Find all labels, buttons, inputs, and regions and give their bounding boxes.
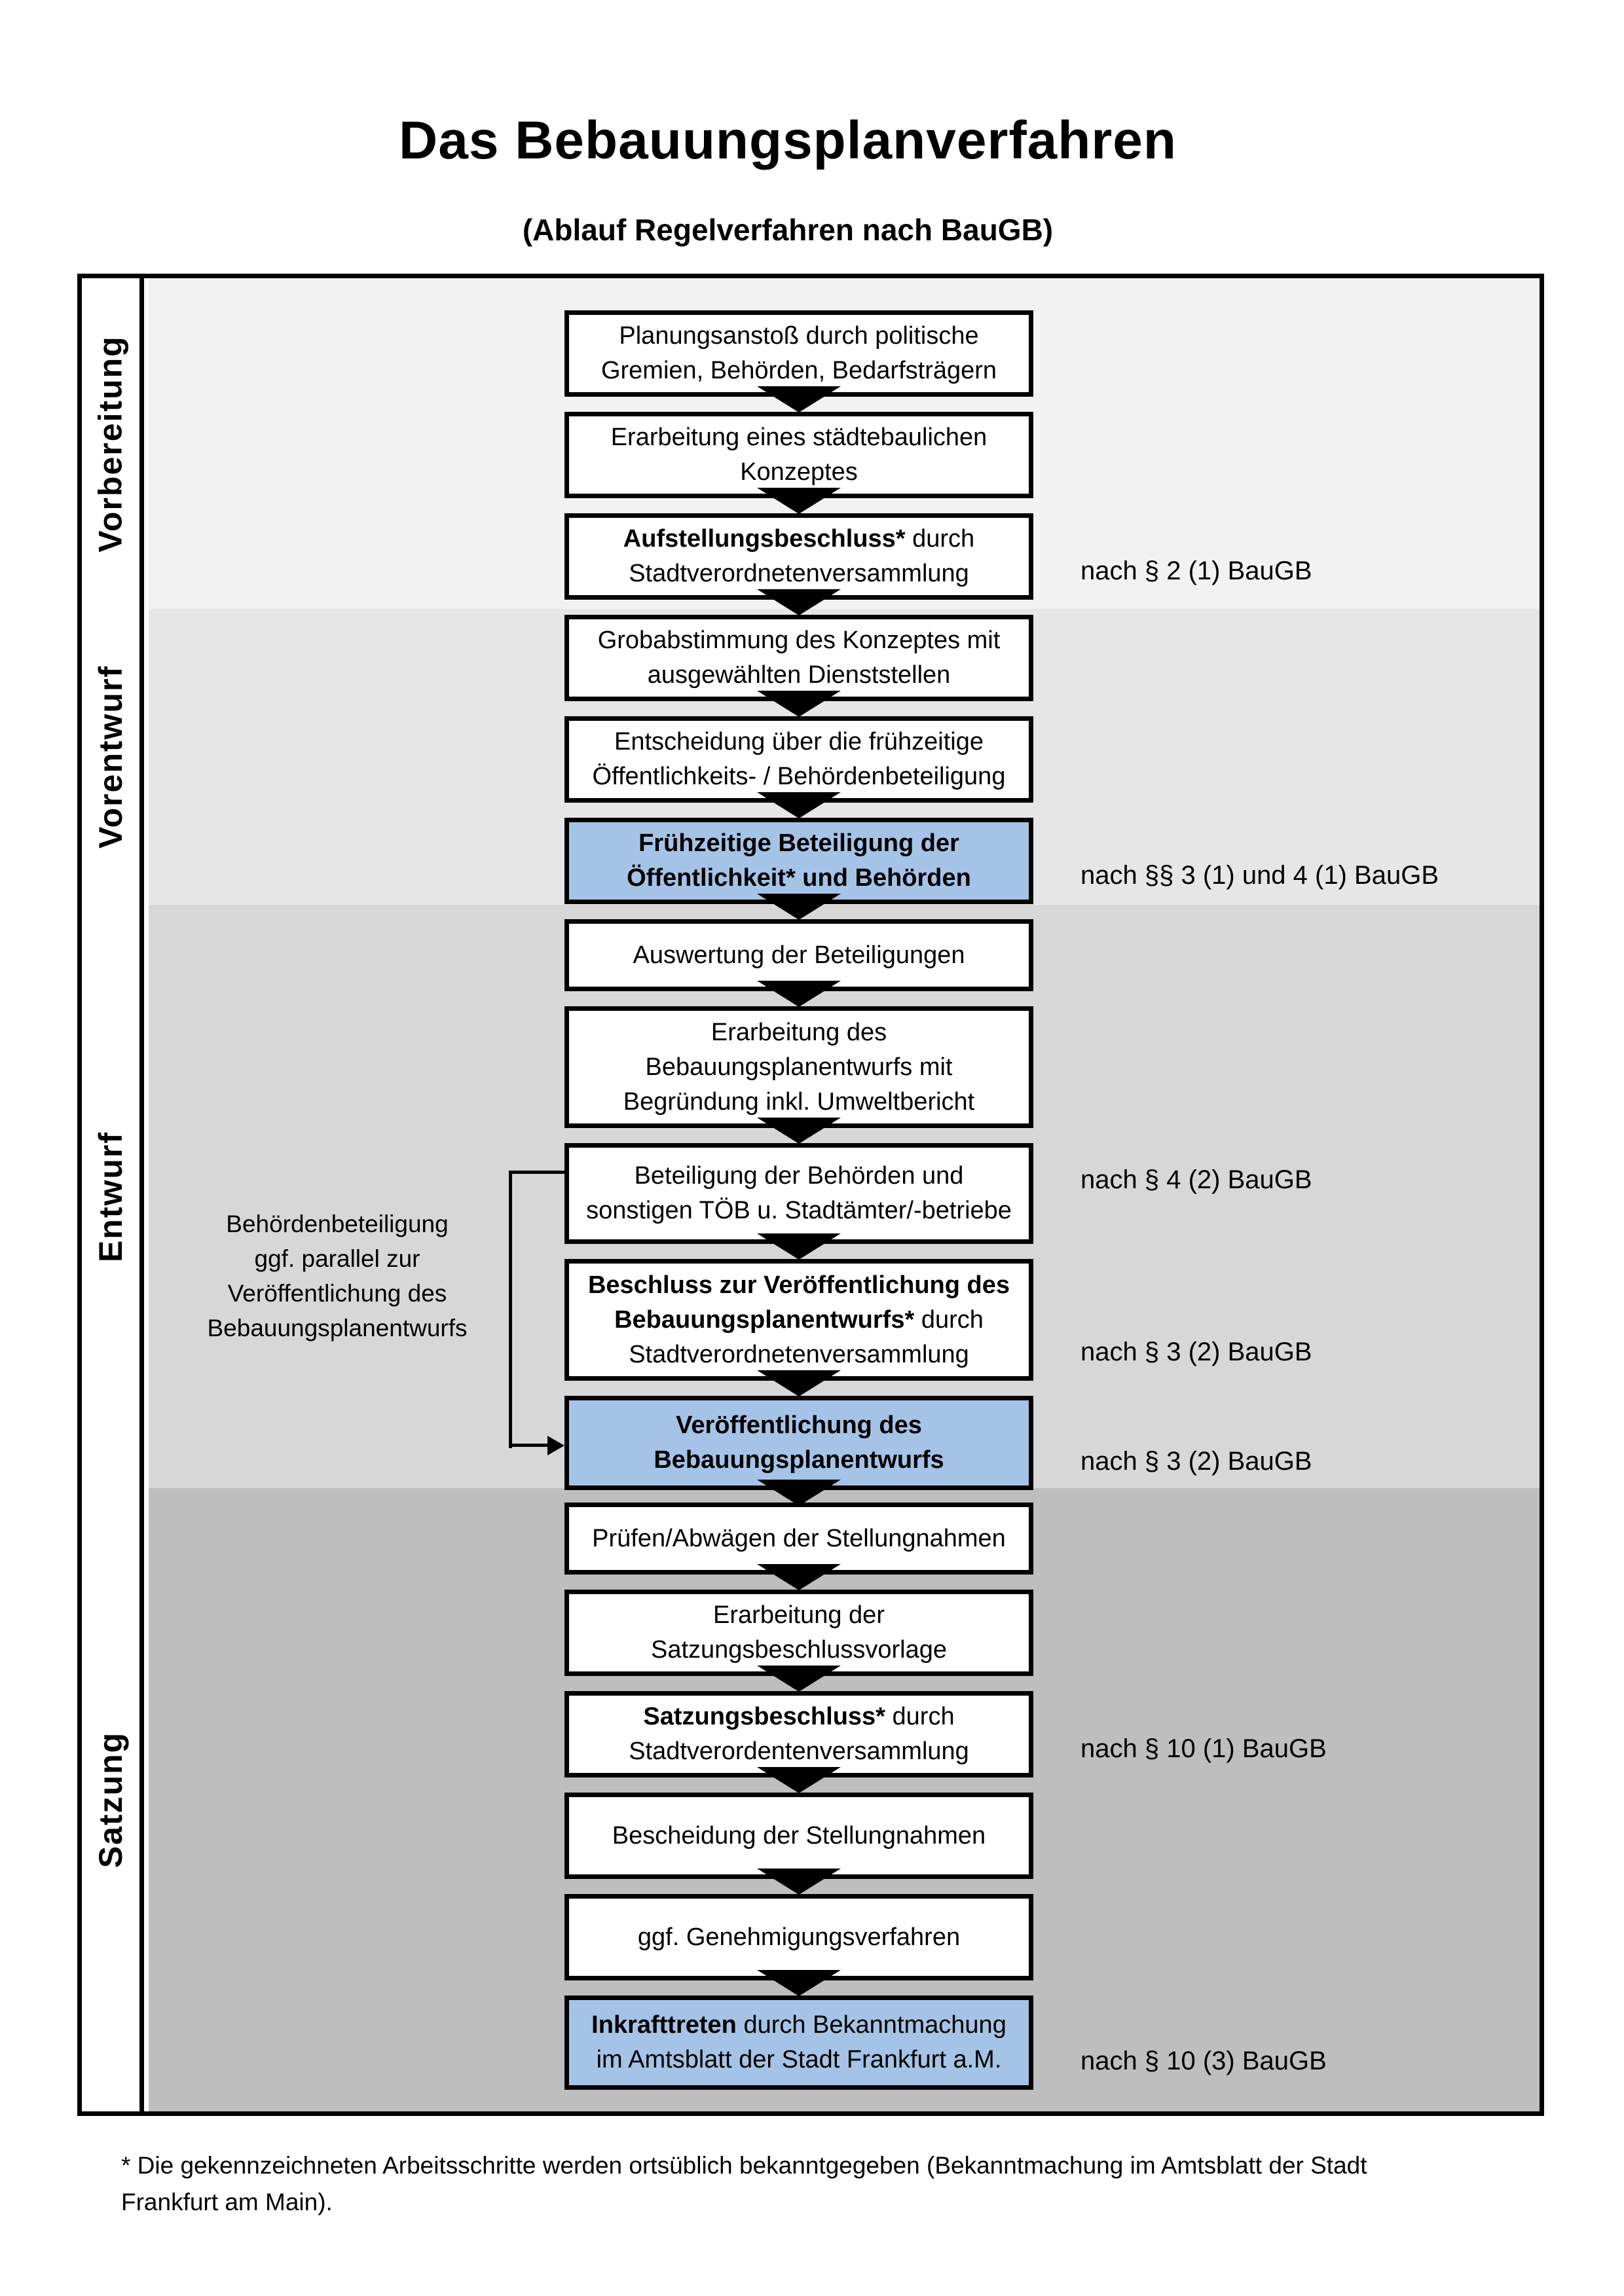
- parallel-procedure-note-line: ggf. parallel zur: [254, 1245, 420, 1272]
- process-box-text: durch Bekanntmachung: [736, 2011, 1006, 2039]
- heading: Das Bebauungsplanverfahren (Ablauf Regel…: [77, 110, 1498, 247]
- flow-arrow-down-icon: [757, 1970, 841, 1996]
- arrow-right-icon: [547, 1436, 564, 1455]
- process-box-text: Bebauungsplanentwurfs*: [614, 1305, 915, 1334]
- law-reference: nach § 3 (2) BauGB: [1080, 1338, 1312, 1366]
- process-box-text: Konzeptes: [740, 458, 858, 486]
- process-box-text: ggf. Genehmigungsverfahren: [637, 1923, 961, 1951]
- process-box-text: Frühzeitige Beteiligung der: [638, 829, 959, 857]
- process-box-text: Erarbeitung der: [713, 1601, 885, 1629]
- process-box-text: Stadtverordentenversammlung: [629, 1738, 969, 1765]
- phase-label: Vorentwurf: [92, 665, 129, 849]
- process-box-text: Gremien, Behörden, Bedarfsträgern: [600, 357, 997, 384]
- flow-arrow-down-icon: [757, 1370, 841, 1396]
- flow-arrow-down-icon: [757, 894, 841, 920]
- process-box-text: ausgewählten Dienststellen: [647, 661, 951, 689]
- process-box-text: Bescheidung der Stellungnahmen: [612, 1821, 986, 1850]
- flow-arrow-down-icon: [757, 792, 841, 818]
- flow-arrow-down-icon: [757, 981, 841, 1007]
- process-box-text: im Amtsblatt der Stadt Frankfurt a.M.: [596, 2046, 1002, 2073]
- process-box-text: Begründung inkl. Umweltbericht: [623, 1087, 975, 1116]
- parallel-procedure-note-line: Bebauungsplanentwurfs: [207, 1315, 468, 1341]
- process-box-9: Beteiligung der Behörden und sonstigen TÖ…: [564, 1143, 1033, 1244]
- process-box-16: ggf. Genehmigungsverfahren: [564, 1894, 1033, 1980]
- phase-cell-vorentwurf: Vorentwurf: [77, 609, 144, 909]
- law-reference: nach § 10 (3) BauGB: [1080, 2047, 1327, 2075]
- process-box-text: durch: [885, 1703, 955, 1730]
- law-reference: nach § 3 (2) BauGB: [1080, 1447, 1312, 1476]
- phase-cell-vorbereitung: Vorbereitung: [77, 278, 144, 613]
- parallel-connector-line: [509, 1171, 512, 1448]
- footnote-line: Frankfurt am Main).: [121, 2189, 333, 2215]
- flow-arrow-down-icon: [757, 691, 841, 717]
- process-box-12: Prüfen/Abwägen der Stellungnahmen: [564, 1503, 1033, 1575]
- flow-arrow-down-icon: [757, 386, 841, 412]
- process-box-text: Satzungsbeschluss*: [643, 1703, 885, 1730]
- process-box-text: Öffentlichkeits- / Behördenbeteiligung: [592, 763, 1006, 790]
- parallel-procedure-note-line: Behördenbeteiligung: [226, 1211, 449, 1237]
- phase-cell-satzung: Satzung: [82, 1488, 144, 2111]
- flow-arrow-down-icon: [757, 1118, 841, 1144]
- law-reference: nach § 2 (1) BauGB: [1080, 556, 1312, 585]
- process-box-text: Erarbeitung eines städtebaulichen: [610, 424, 987, 451]
- process-box-text: Beschluss zur Veröffentlichung des: [587, 1271, 1010, 1299]
- page-subtitle: (Ablauf Regelverfahren nach BauGB): [522, 213, 1054, 247]
- process-box-text: Bebauungsplanentwurfs: [654, 1446, 944, 1474]
- process-box-text: Grobabstimmung des Konzeptes mit: [597, 627, 1001, 654]
- flow-arrow-down-icon: [757, 1767, 841, 1793]
- law-reference: nach §§ 3 (1) und 4 (1) BauGB: [1080, 861, 1439, 890]
- process-box-15: Bescheidung der Stellungnahmen: [564, 1793, 1033, 1879]
- process-box-text: Planungsanstoß durch politische: [619, 322, 979, 350]
- footnote-line: * Die gekennzeichneten Arbeitsschritte w…: [121, 2152, 1367, 2179]
- process-box-text: Satzungsbeschlussvorlage: [650, 1636, 948, 1664]
- process-box-17: Inkrafttreten durch Bekanntmachung im Amt…: [564, 1995, 1033, 2090]
- flow-arrow-down-icon: [757, 1233, 841, 1260]
- process-box-text: Auswertung der Beteiligungen: [633, 941, 965, 969]
- process-box-text: Entscheidung über die frühzeitige: [614, 728, 984, 756]
- process-box-text: durch: [905, 525, 975, 553]
- flow-arrow-down-icon: [757, 1480, 841, 1506]
- parallel-connector-line: [509, 1444, 550, 1447]
- phase-label: Vorbereitung: [92, 335, 130, 553]
- phase-label: Satzung: [92, 1731, 129, 1868]
- parallel-connector-line: [509, 1171, 564, 1174]
- flow-arrow-down-icon: [757, 589, 841, 615]
- process-box-text: Bebauungsplanentwurfs mit: [645, 1053, 953, 1081]
- process-box-text: Beteiligung der Behörden und: [634, 1162, 964, 1190]
- process-box-text: sonstigen TÖB u. Stadtämter/-betriebe: [586, 1197, 1012, 1224]
- flow-arrow-down-icon: [757, 488, 841, 514]
- process-box-text: Stadtverordnetenversammlung: [629, 1340, 969, 1368]
- footnote: * Die gekennzeichneten Arbeitsschritte w…: [121, 2147, 1536, 2221]
- process-box-text: Veröffentlichung des: [676, 1412, 922, 1439]
- process-box-text: Inkrafttreten: [591, 2011, 737, 2039]
- process-box-text: Stadtverordnetenversammlung: [629, 560, 969, 587]
- phase-label: Entwurf: [92, 1131, 129, 1262]
- phase-cell-entwurf: Entwurf: [77, 905, 144, 1493]
- process-box-text: Erarbeitung des: [710, 1018, 887, 1046]
- flow-arrow-down-icon: [757, 1564, 841, 1590]
- page-title: Das Bebauungsplanverfahren: [399, 111, 1177, 170]
- process-box-text: durch: [914, 1305, 984, 1334]
- law-reference: nach § 10 (1) BauGB: [1080, 1734, 1327, 1763]
- flow-arrow-down-icon: [757, 1666, 841, 1692]
- process-box-text: Prüfen/Abwägen der Stellungnahmen: [592, 1524, 1006, 1552]
- law-reference: nach § 4 (2) BauGB: [1080, 1165, 1312, 1194]
- process-box-text: Öffentlichkeit* und Behörden: [627, 864, 971, 892]
- flow-arrow-down-icon: [757, 1868, 841, 1895]
- parallel-procedure-note-line: Veröffentlichung des: [227, 1280, 447, 1307]
- process-box-text: Aufstellungsbeschluss*: [623, 525, 906, 553]
- process-box-4: Grobabstimmung des Konzeptes mit ausgewäh…: [564, 615, 1033, 701]
